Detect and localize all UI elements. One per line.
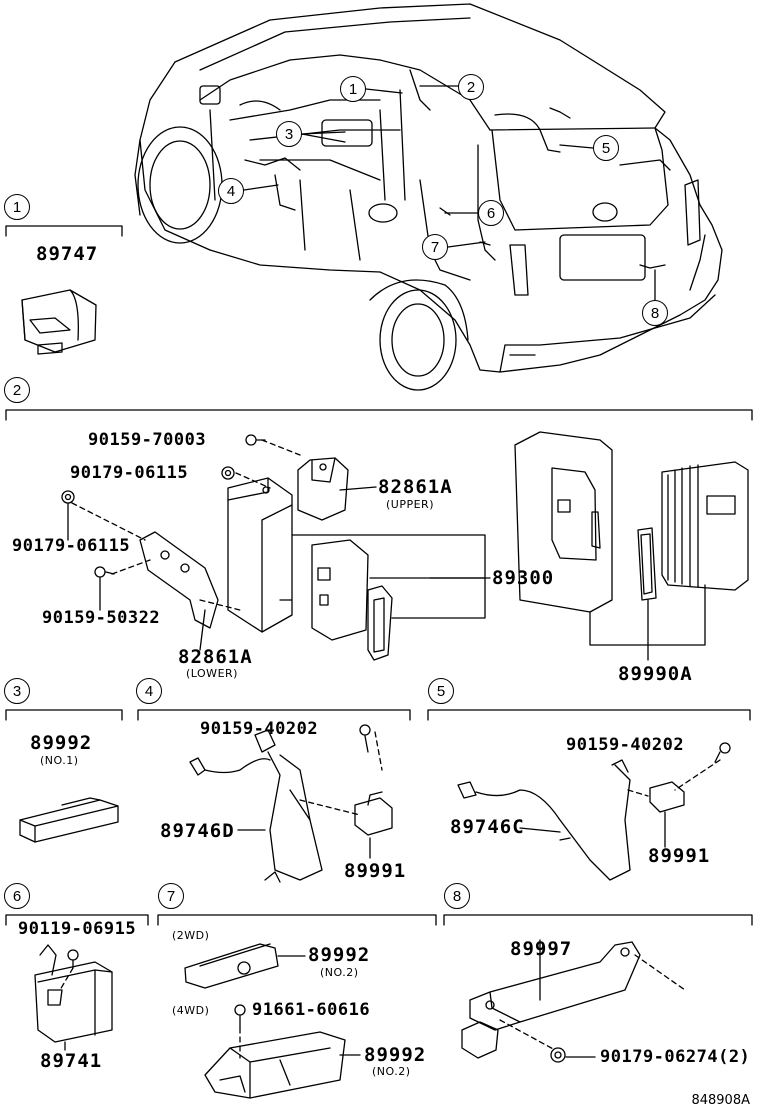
part-number-bolt-left[interactable]: 90159-50322: [42, 608, 161, 628]
part-number-bolt-s6[interactable]: 90119-06915: [18, 919, 137, 939]
callout-6[interactable]: 6: [478, 200, 504, 226]
note-no2-4wd: (NO.2): [372, 1065, 411, 1078]
callout-4[interactable]: 4: [218, 178, 244, 204]
callout-8[interactable]: 8: [642, 300, 668, 326]
section-dividers: [5, 225, 753, 926]
section-number-6[interactable]: 6: [4, 883, 30, 909]
part-number-89746D[interactable]: 89746D: [160, 820, 235, 842]
part-number-89300[interactable]: 89300: [492, 567, 555, 589]
part-number-bolt-top[interactable]: 90159-70003: [88, 430, 207, 450]
part-89747-drawing: [21, 289, 97, 355]
note-no1: (NO.1): [40, 754, 79, 767]
part-number-nut-top[interactable]: 90179-06115: [70, 463, 189, 483]
callout-7[interactable]: 7: [422, 234, 448, 260]
part-number-bracket-lower[interactable]: 82861A: [178, 646, 253, 668]
note-no2-2wd: (NO.2): [320, 966, 359, 979]
wire-89746D-drawing: [189, 724, 393, 883]
part-number-89992-4wd[interactable]: 89992: [364, 1044, 427, 1066]
note-lower: (LOWER): [186, 667, 238, 680]
part-number-nut-s8[interactable]: 90179-06274(2): [600, 1047, 751, 1067]
callout-1[interactable]: 1: [340, 76, 366, 102]
note-2wd: (2WD): [172, 929, 210, 942]
part-number-bolt-s5[interactable]: 90159-40202: [566, 735, 685, 755]
wire-89746C-drawing: [457, 742, 731, 881]
callout-3[interactable]: 3: [276, 121, 302, 147]
part-number-89990A[interactable]: 89990A: [618, 663, 693, 685]
ecu-bracket-drawings: [61, 431, 749, 661]
part-number-bracket-upper[interactable]: 82861A: [378, 476, 453, 498]
callout-5[interactable]: 5: [593, 135, 619, 161]
part-number-nut-left[interactable]: 90179-06115: [12, 536, 131, 556]
section-number-4[interactable]: 4: [136, 678, 162, 704]
part-89741-drawing: [34, 944, 113, 1043]
section-number-5[interactable]: 5: [428, 678, 454, 704]
part-number-89991-s5[interactable]: 89991: [648, 845, 711, 867]
part-89997-drawing: [461, 941, 686, 1063]
car-callout-leaders: [243, 85, 656, 301]
note-4wd: (4WD): [172, 1004, 210, 1017]
part-89992-no1-drawing: [19, 797, 119, 843]
part-number-screw-4wd[interactable]: 91661-60616: [252, 1000, 371, 1020]
part-89992-no2-drawings: [184, 943, 361, 1099]
part-number-89991-s4[interactable]: 89991: [344, 860, 407, 882]
illustration-code: 848908A: [691, 1093, 750, 1108]
callout-2[interactable]: 2: [458, 74, 484, 100]
part-number-bolt-s4[interactable]: 90159-40202: [200, 719, 319, 739]
note-upper: (UPPER): [386, 498, 434, 511]
section-number-2[interactable]: 2: [4, 377, 30, 403]
section-number-1[interactable]: 1: [4, 194, 30, 220]
part-number-89992-2wd[interactable]: 89992: [308, 944, 371, 966]
section-number-7[interactable]: 7: [158, 883, 184, 909]
part-number-89997[interactable]: 89997: [510, 938, 573, 960]
section-number-3[interactable]: 3: [4, 678, 30, 704]
section-number-8[interactable]: 8: [444, 883, 470, 909]
part-number-89747[interactable]: 89747: [36, 243, 99, 265]
part-number-89741[interactable]: 89741: [40, 1050, 103, 1072]
part-number-89746C[interactable]: 89746C: [450, 816, 525, 838]
part-number-89992-no1[interactable]: 89992: [30, 732, 93, 754]
label-leaders: [64, 486, 666, 1051]
